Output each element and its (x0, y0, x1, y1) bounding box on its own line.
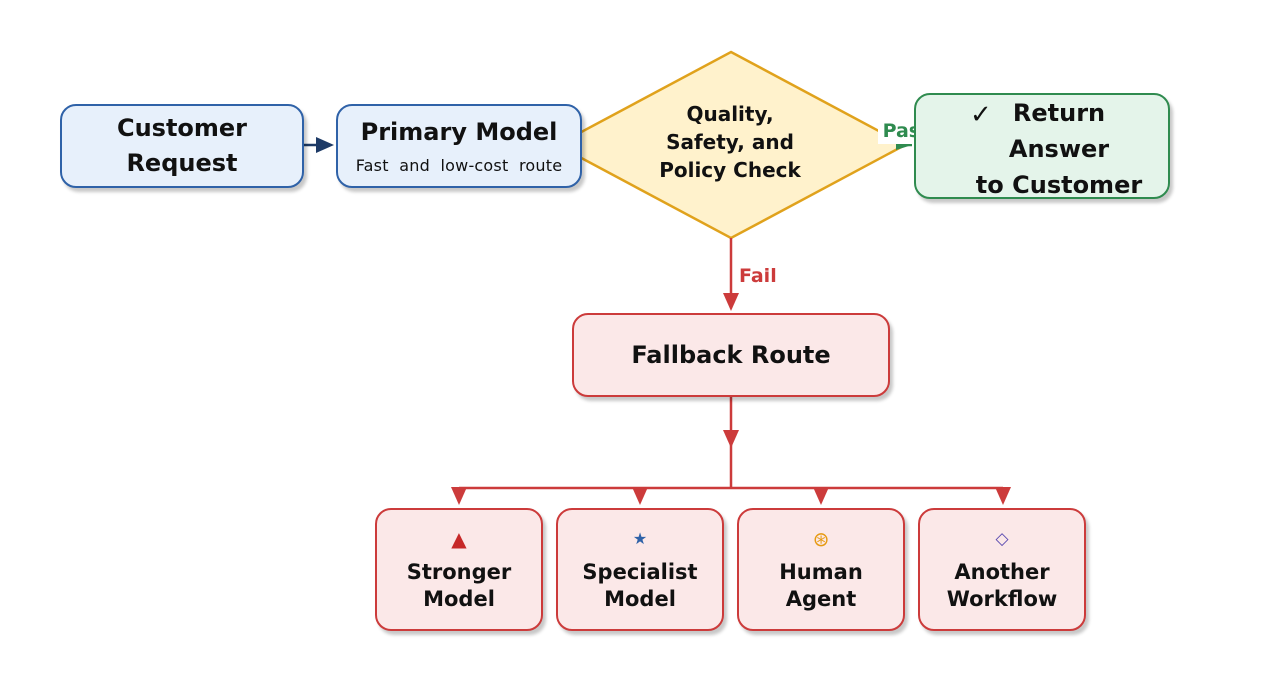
star-icon: ★ (632, 528, 648, 548)
triangle-icon: ▲ (451, 526, 467, 551)
option-label: Stronger Model (406, 559, 512, 611)
return-answer-label: Return Answer to Customer (975, 99, 1143, 199)
primary-model-title: Primary Model (360, 118, 558, 146)
arrowhead-option-4 (995, 487, 1011, 505)
option-label: Human Agent (779, 559, 863, 611)
arrowhead-fail (723, 293, 739, 311)
fail-label: Fail (739, 265, 777, 287)
primary-model-node: Primary Model Fast and low-cost route (336, 104, 582, 188)
option-another-workflow: ◇ Another Workflow (918, 508, 1086, 631)
fallback-route-label: Fallback Route (631, 341, 831, 369)
arrowhead-request-to-primary (316, 137, 334, 153)
option-stronger-model: ▲ Stronger Model (375, 508, 543, 631)
primary-model-subtitle: Fast and low-cost route (355, 156, 563, 175)
arrowhead-option-3 (813, 487, 829, 505)
customer-request-label: Customer Request (116, 114, 248, 177)
diamond-outline-icon: ◇ (995, 528, 1009, 549)
asterisk-circle-icon: ⊛ (812, 526, 830, 551)
option-label: Specialist Model (582, 559, 698, 611)
option-specialist-model: ★ Specialist Model (556, 508, 724, 631)
option-label: Another Workflow (946, 559, 1058, 611)
option-human-agent: ⊛ Human Agent (737, 508, 905, 631)
arrowhead-option-2 (632, 487, 648, 505)
fallback-route-node: Fallback Route (572, 313, 890, 397)
checkmark-icon: ✓ (970, 100, 992, 130)
arrowhead-fallback-down (723, 430, 739, 448)
quality-check-label: Quality, Safety, and Policy Check (659, 102, 801, 182)
return-answer-node: ✓ Return Answer to Customer (914, 93, 1170, 199)
arrowhead-option-1 (451, 487, 467, 505)
customer-request-node: Customer Request (60, 104, 304, 188)
